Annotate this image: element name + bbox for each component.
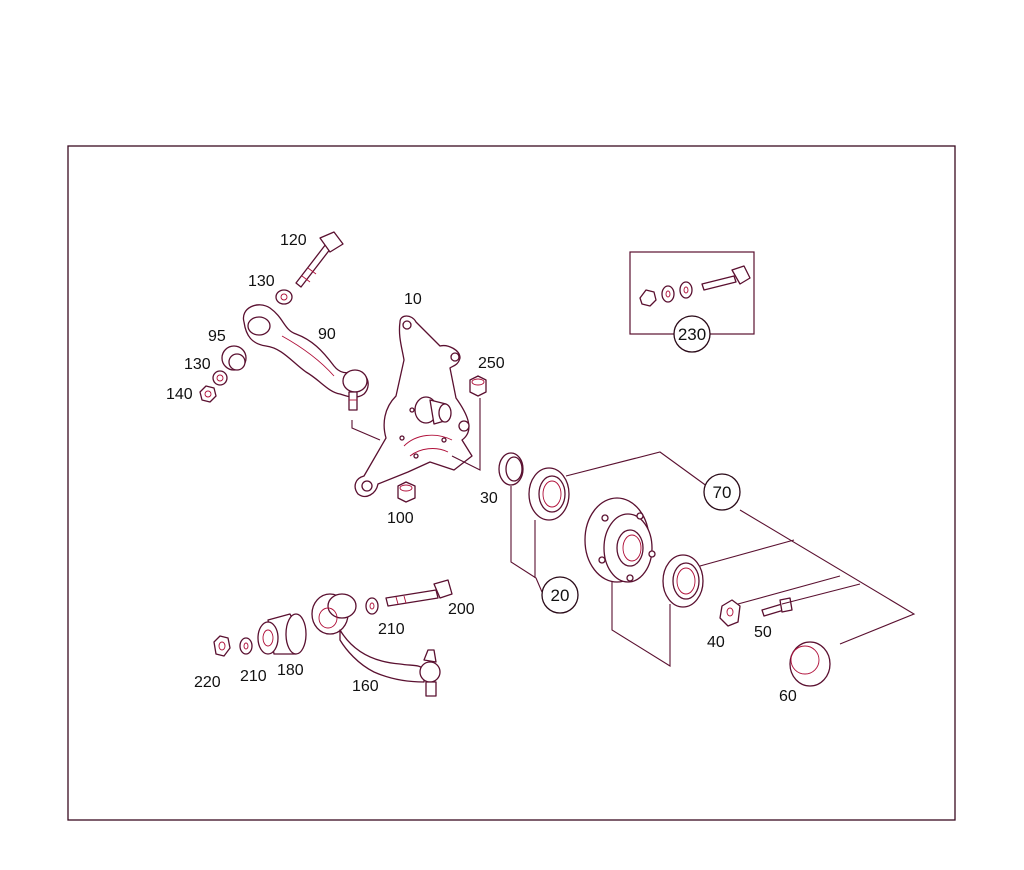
label-40: 40 (707, 634, 725, 651)
label-160: 160 (352, 678, 379, 695)
label-60: 60 (779, 688, 797, 705)
label-130-left: 130 (184, 356, 211, 373)
label-50: 50 (754, 624, 772, 641)
bushing-180[interactable] (257, 613, 307, 655)
label-180: 180 (277, 662, 304, 679)
washer-210-right[interactable] (365, 597, 379, 615)
label-120: 120 (280, 232, 307, 249)
nut-100[interactable] (397, 481, 416, 503)
label-140: 140 (166, 386, 193, 403)
label-100: 100 (387, 510, 414, 527)
label-210-left: 210 (240, 668, 267, 685)
label-200: 200 (448, 601, 475, 618)
label-250: 250 (478, 355, 505, 372)
wheel-hub[interactable] (584, 497, 656, 583)
label-95: 95 (208, 328, 226, 345)
label-210-right: 210 (378, 621, 405, 638)
label-220: 220 (194, 674, 221, 691)
control-arm-160[interactable] (311, 593, 441, 697)
control-arm-90[interactable] (242, 304, 369, 411)
svg-text:20: 20 (551, 586, 570, 605)
screw-50[interactable] (761, 597, 793, 617)
clamp-40[interactable] (719, 599, 741, 627)
washer-210-left[interactable] (239, 637, 253, 655)
callout-20: 20 (541, 576, 579, 614)
leader-70 (565, 451, 916, 645)
seal-30[interactable] (498, 452, 524, 486)
callout-70: 70 (703, 473, 741, 511)
label-30: 30 (480, 490, 498, 507)
svg-text:230: 230 (678, 325, 706, 344)
callout-230: 230 (673, 315, 711, 353)
svg-text:70: 70 (713, 483, 732, 502)
leader-knuckle-group (351, 398, 481, 471)
label-130-top: 130 (248, 273, 275, 290)
nut-140[interactable] (199, 385, 217, 403)
label-10: 10 (404, 291, 422, 308)
steering-knuckle-10[interactable] (354, 315, 473, 498)
washer-130-left[interactable] (212, 370, 228, 386)
washer-130-top[interactable] (275, 289, 293, 305)
bolt-120[interactable] (295, 231, 344, 288)
label-90: 90 (318, 326, 336, 343)
bearing-outer[interactable] (528, 467, 570, 521)
bearing-inner[interactable] (662, 554, 704, 608)
diagram-frame (67, 145, 956, 821)
cap-60[interactable] (789, 641, 831, 687)
bolt-200[interactable] (385, 579, 453, 607)
nut-250[interactable] (469, 375, 487, 397)
nut-220[interactable] (213, 635, 231, 657)
bushing-95[interactable] (221, 345, 247, 371)
leader-20 (510, 486, 671, 667)
